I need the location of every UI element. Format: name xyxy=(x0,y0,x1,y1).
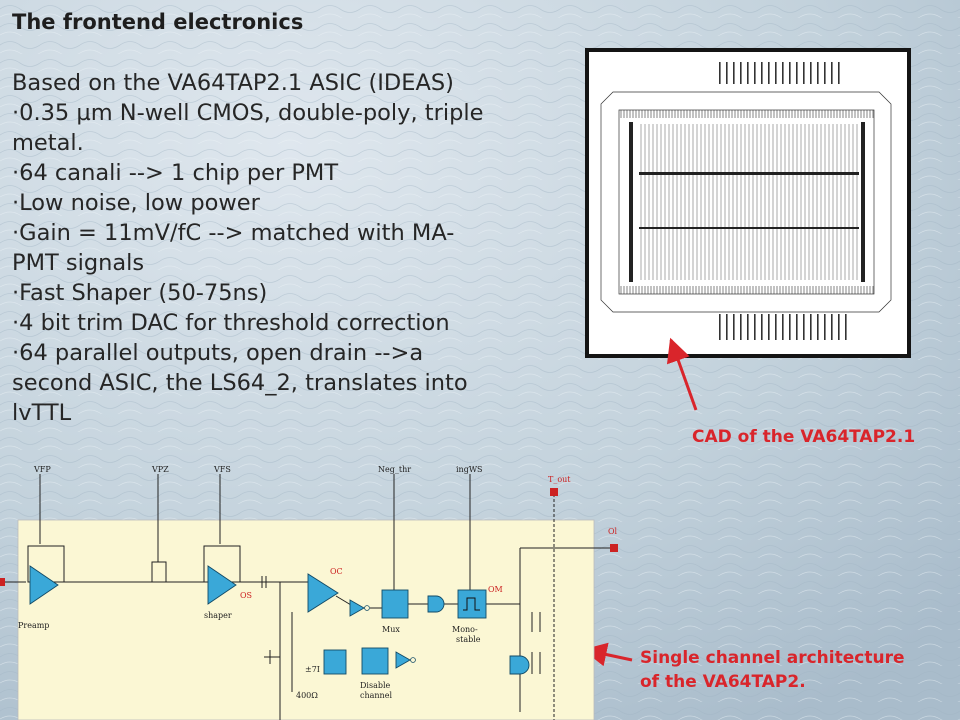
output-and-gate xyxy=(509,655,530,675)
bullet-line: Based on the VA64TAP2.1 ASIC (IDEAS) xyxy=(12,70,454,96)
channel-schematic: VFP VPZ VFS Neg_thr ingWS T_out Ol Pream… xyxy=(0,465,618,720)
and-gate xyxy=(427,595,445,613)
neg-thr-label: Neg_thr xyxy=(378,465,411,474)
disable-label-2: channel xyxy=(360,691,392,700)
ingws-label: ingWS xyxy=(456,465,483,474)
monostable-label-2: stable xyxy=(456,635,481,644)
ol-terminal xyxy=(610,544,618,552)
oc-label: OC xyxy=(330,567,343,576)
mux-block xyxy=(381,589,409,619)
om-label: OM xyxy=(488,585,503,594)
bullet-line: ·4 bit trim DAC for threshold correction xyxy=(12,310,450,336)
ol-label: Ol xyxy=(608,527,618,536)
bullet-list: Based on the VA64TAP2.1 ASIC (IDEAS) ·0.… xyxy=(12,68,572,428)
bullet-line: ·0.35 µm N-well CMOS, double-poly, tripl… xyxy=(12,100,484,126)
trim-dac-block xyxy=(323,649,347,675)
tout-label: T_out xyxy=(548,475,571,484)
vfp-label: VFP xyxy=(33,465,51,474)
vfs-label: VFS xyxy=(213,465,231,474)
comparator xyxy=(307,573,339,613)
architecture-caption-line: of the VA64TAP2. xyxy=(640,672,806,692)
chip-layout-drawing xyxy=(600,62,892,340)
inverter xyxy=(349,599,365,617)
architecture-caption-line: Single channel architecture xyxy=(640,648,905,668)
mux-label: Mux xyxy=(382,625,400,634)
preamp-label: Preamp xyxy=(18,621,49,630)
resistor-label: 400Ω xyxy=(296,691,318,700)
bullet-line: ·Low noise, low power xyxy=(12,190,260,216)
bullet-line: ·Fast Shaper (50-75ns) xyxy=(12,280,268,306)
input-terminal xyxy=(0,578,5,586)
monostable-label-1: Mono- xyxy=(452,625,478,634)
shaper-amplifier xyxy=(207,565,237,605)
bullet-line: second ASIC, the LS64_2, translates into xyxy=(12,370,468,396)
slide-title: The frontend electronics xyxy=(12,10,304,34)
shaper-label: shaper xyxy=(204,611,232,620)
disable-label-1: Disable xyxy=(360,681,391,690)
schematic-panel xyxy=(17,519,595,720)
disable-channel-block xyxy=(361,647,389,675)
tout-terminal xyxy=(550,488,558,496)
cad-layout-image xyxy=(585,48,911,358)
bullet-line: ·64 parallel outputs, open drain -->a xyxy=(12,340,424,366)
vpz-label: VPZ xyxy=(151,465,169,474)
preamp-amplifier xyxy=(29,565,59,605)
monostable-block xyxy=(457,589,487,619)
bullet-line: metal. xyxy=(12,130,84,156)
bullet-line: ·64 canali --> 1 chip per PMT xyxy=(12,160,339,186)
bullet-line: lvTTL xyxy=(12,400,72,426)
cad-caption: CAD of the VA64TAP2.1 xyxy=(692,427,916,447)
disable-inverter xyxy=(395,651,411,669)
os-label: OS xyxy=(240,591,252,600)
architecture-caption: Single channel architecture of the VA64T… xyxy=(640,646,905,694)
bullet-line: ·Gain = 11mV/fC --> matched with MA- xyxy=(12,220,455,246)
bullet-line: PMT signals xyxy=(12,250,145,276)
dac-label: ±7I xyxy=(305,665,320,674)
